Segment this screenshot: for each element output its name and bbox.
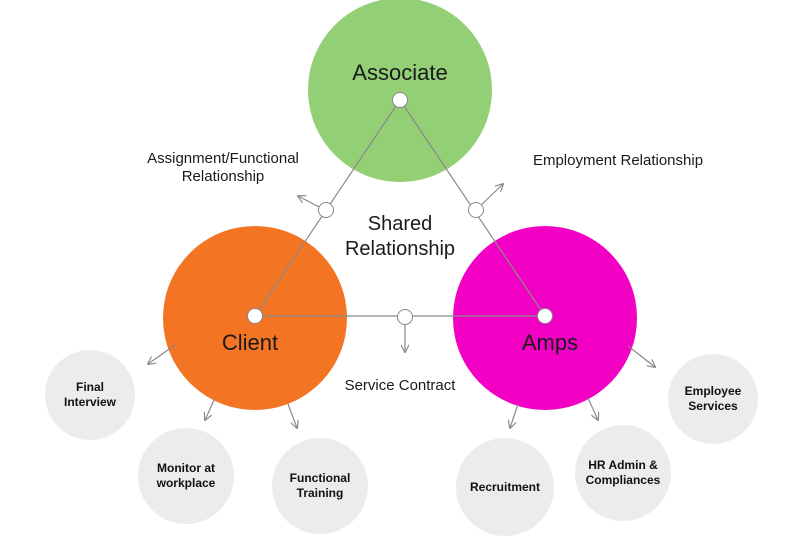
associate-junction xyxy=(392,92,408,108)
final-interview-bubble: Final Interview xyxy=(45,350,135,440)
monitor-at-workplace-bubble: Monitor at workplace xyxy=(138,428,234,524)
hr-admin-compliances-bubble: HR Admin & Compliances xyxy=(575,425,671,521)
shared-relationship-label: Shared Relationship xyxy=(344,213,456,260)
service-junction xyxy=(397,309,413,325)
associate-label: Associate xyxy=(352,60,448,85)
service-contract-label: Service Contract xyxy=(344,377,456,394)
employment-relationship-label: Employment Relationship xyxy=(532,152,704,169)
employee-services-bubble: Employee Services xyxy=(668,354,758,444)
client-label: Client xyxy=(221,330,279,355)
amps-label: Amps xyxy=(521,330,579,355)
recruitment-bubble: Recruitment xyxy=(456,438,554,536)
functional-training-bubble: Functional Training xyxy=(272,438,368,534)
amps-junction xyxy=(537,308,553,324)
employment-junction xyxy=(468,202,484,218)
assignment-relationship-label: Assignment/Functional Relationship xyxy=(147,150,299,185)
assignment-junction xyxy=(318,202,334,218)
associate-circle xyxy=(308,0,492,182)
junctions xyxy=(247,92,553,325)
client-junction xyxy=(247,308,263,324)
